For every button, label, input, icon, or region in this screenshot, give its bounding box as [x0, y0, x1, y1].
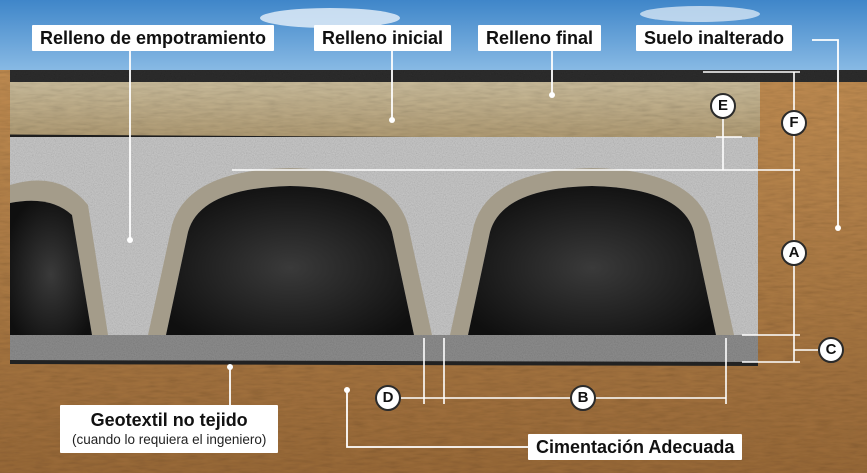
leader-dot: [549, 92, 555, 98]
surface-layer: [10, 70, 867, 82]
label-undisturbed-soil: Suelo inalterado: [636, 25, 793, 51]
label-embedment-backfill: Relleno de empotramiento: [32, 25, 275, 51]
label-geotextile-note: (cuando lo requiera el ingeniero): [72, 432, 267, 447]
dim-tag-d: D: [375, 385, 401, 411]
dim-tag-a: A: [781, 240, 807, 266]
leader-undisturbed: [812, 39, 839, 228]
dim-tag-e: E: [710, 93, 736, 119]
leader-dot: [344, 387, 350, 393]
label-geotextile-title: Geotextil no tejido: [90, 410, 248, 430]
foundation-stone-layer: [10, 335, 758, 362]
chamber-middle: [148, 168, 432, 335]
cloud: [640, 6, 760, 22]
leader-foundation: [346, 390, 528, 448]
leader-dot: [835, 225, 841, 231]
geotextile-layer: [9, 360, 759, 366]
label-foundation: Cimentación Adecuada: [528, 434, 743, 460]
label-final-backfill: Relleno final: [478, 25, 602, 51]
chamber-left: [10, 180, 108, 335]
leader-dot: [227, 364, 233, 370]
leader-dot: [127, 237, 133, 243]
leader-dot: [389, 117, 395, 123]
final-backfill-layer: [10, 82, 760, 137]
chamber-right: [450, 168, 734, 335]
label-geotextile: Geotextil no tejido (cuando lo requiera …: [60, 405, 279, 453]
dim-tag-b: B: [570, 385, 596, 411]
cloud: [260, 8, 400, 28]
label-initial-backfill: Relleno inicial: [314, 25, 452, 51]
dim-tag-c: C: [818, 337, 844, 363]
dim-tag-f: F: [781, 110, 807, 136]
